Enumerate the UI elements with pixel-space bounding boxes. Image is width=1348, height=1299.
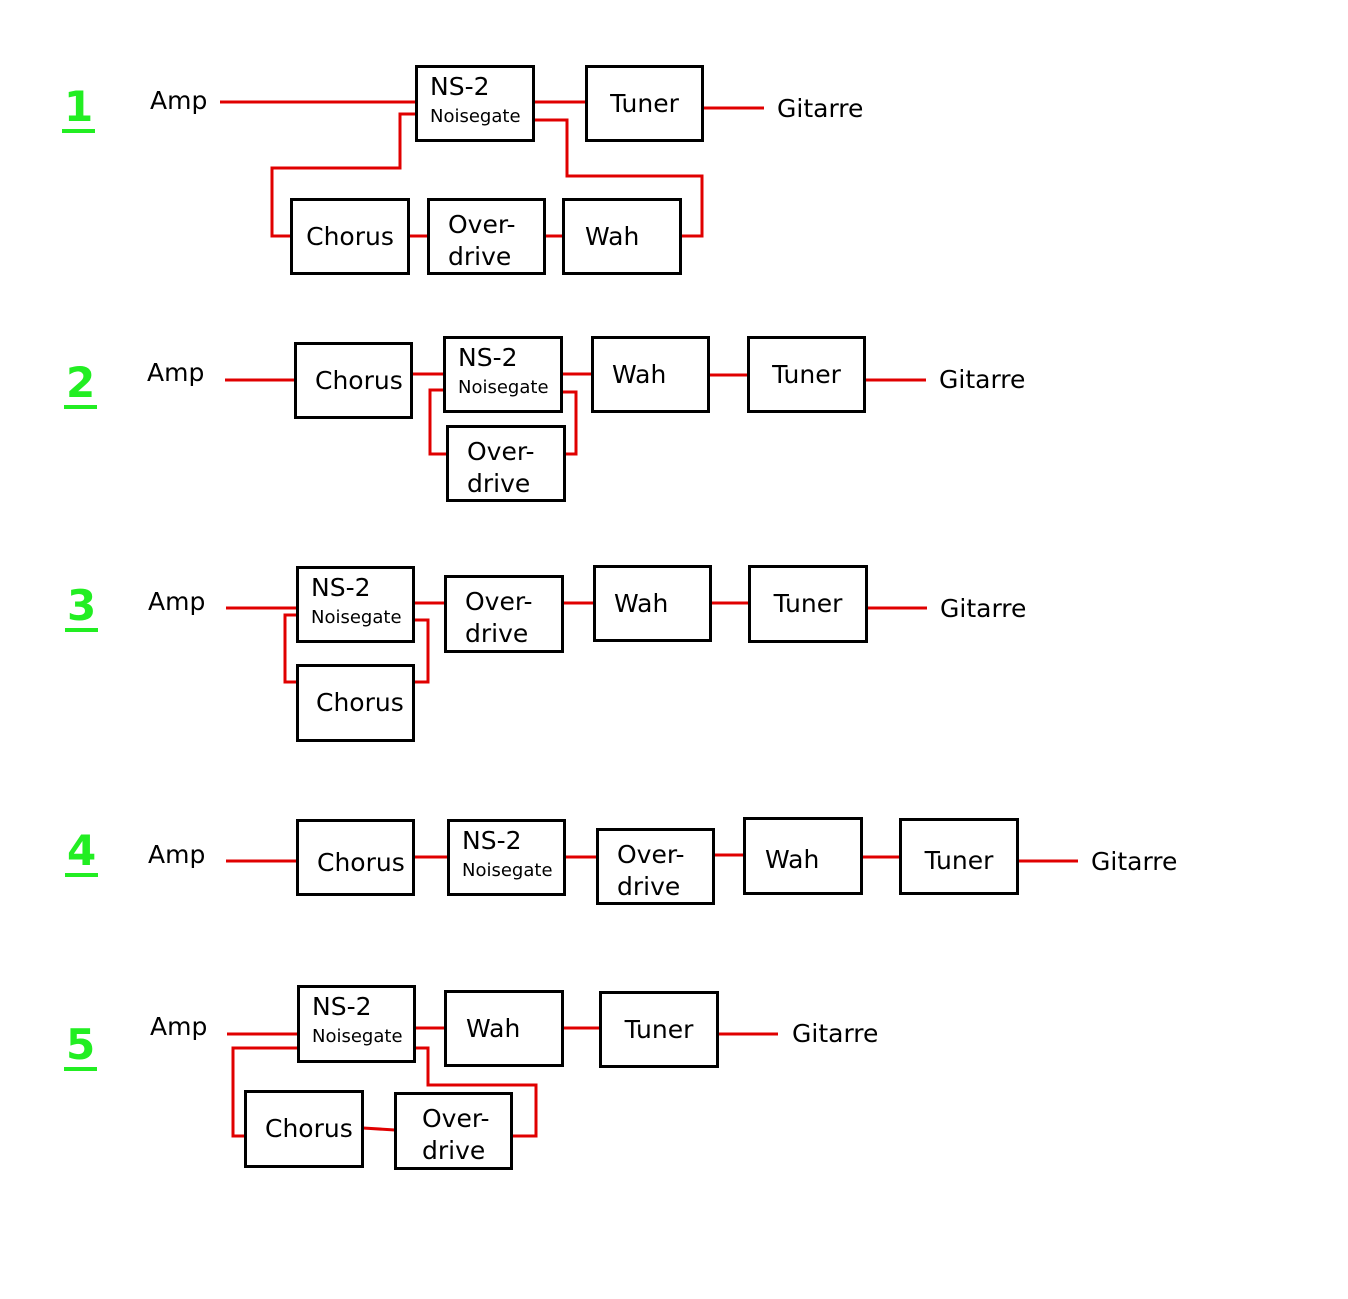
chorus-box: Chorus	[290, 198, 410, 275]
noisegate-title: NS-2	[311, 573, 371, 602]
wire	[415, 1046, 538, 1138]
wire	[428, 388, 447, 456]
guitar-label: Gitarre	[777, 94, 864, 123]
setup-number-5: 5	[64, 1020, 98, 1071]
wah-label: Wah	[612, 359, 667, 389]
wire	[534, 118, 704, 238]
tuner-box: Tuner	[747, 336, 866, 413]
overdrive-label-1: Over-	[422, 1104, 490, 1133]
tuner-box: Tuner	[899, 818, 1019, 895]
overdrive-box: Over- drive	[444, 575, 564, 653]
chorus-label: Chorus	[317, 847, 405, 877]
wire	[231, 1046, 298, 1138]
overdrive-label-2: drive	[467, 469, 531, 498]
noisegate-box: NS-2 Noisegate	[296, 566, 415, 643]
setup-number-2: 2	[64, 358, 98, 409]
overdrive-label-1: Over-	[617, 840, 685, 869]
tuner-label: Tuner	[773, 589, 843, 618]
overdrive-label-2: drive	[448, 242, 512, 271]
wah-box: Wah	[444, 990, 564, 1067]
tuner-box: Tuner	[599, 991, 719, 1068]
overdrive-label-1: Over-	[467, 437, 535, 466]
tuner-box: Tuner	[748, 565, 868, 643]
wah-box: Wah	[593, 565, 712, 642]
chorus-label: Chorus	[315, 365, 403, 395]
wah-box: Wah	[562, 198, 682, 275]
amp-label: Amp	[148, 840, 206, 869]
overdrive-label-1: Over-	[465, 587, 533, 616]
wah-label: Wah	[614, 588, 669, 618]
wah-label: Wah	[585, 221, 640, 251]
amp-label: Amp	[150, 1012, 208, 1041]
tuner-box: Tuner	[585, 65, 704, 142]
wah-label: Wah	[466, 1013, 521, 1043]
overdrive-label-2: drive	[617, 872, 681, 901]
chorus-box: Chorus	[244, 1090, 364, 1168]
tuner-label: Tuner	[610, 88, 679, 118]
tuner-label: Tuner	[772, 359, 841, 389]
wire	[283, 613, 297, 684]
amp-label: Amp	[148, 587, 206, 616]
wah-label: Wah	[765, 845, 820, 874]
tuner-label: Tuner	[924, 845, 994, 875]
noisegate-title: NS-2	[458, 343, 518, 372]
setup-number-4: 4	[65, 826, 99, 877]
noisegate-box: NS-2 Noisegate	[447, 819, 566, 896]
setup-number-1: 1	[62, 82, 96, 133]
noisegate-box: NS-2 Noisegate	[443, 336, 563, 413]
noisegate-box: NS-2 Noisegate	[415, 65, 535, 142]
chorus-box: Chorus	[294, 342, 413, 419]
overdrive-box: Over- drive	[446, 425, 566, 502]
wah-box: Wah	[591, 336, 710, 413]
amp-label: Amp	[147, 358, 205, 387]
noisegate-subtitle: Noisegate	[311, 607, 402, 628]
noisegate-title: NS-2	[312, 992, 372, 1021]
wire	[562, 390, 578, 456]
overdrive-label-1: Over-	[448, 210, 516, 239]
wire	[414, 618, 430, 684]
noisegate-subtitle: Noisegate	[462, 860, 553, 881]
chorus-label: Chorus	[265, 1114, 353, 1143]
overdrive-box: Over- drive	[427, 198, 546, 275]
guitar-label: Gitarre	[939, 365, 1026, 394]
noisegate-title: NS-2	[430, 72, 490, 101]
setup-number-3: 3	[65, 581, 99, 632]
guitar-label: Gitarre	[940, 594, 1027, 623]
guitar-label: Gitarre	[1091, 847, 1178, 876]
noisegate-subtitle: Noisegate	[312, 1026, 403, 1047]
overdrive-box: Over- drive	[596, 828, 715, 905]
overdrive-box: Over- drive	[394, 1092, 513, 1170]
noisegate-subtitle: Noisegate	[458, 377, 549, 398]
overdrive-label-2: drive	[465, 619, 529, 648]
chorus-box: Chorus	[296, 664, 415, 742]
amp-label: Amp	[150, 86, 208, 115]
noisegate-title: NS-2	[462, 826, 522, 855]
chorus-label: Chorus	[306, 221, 394, 251]
chorus-box: Chorus	[296, 819, 415, 896]
wire	[362, 1126, 396, 1132]
wah-box: Wah	[743, 817, 863, 895]
noisegate-subtitle: Noisegate	[430, 106, 521, 127]
tuner-label: Tuner	[624, 1014, 694, 1044]
guitar-label: Gitarre	[792, 1019, 879, 1048]
chorus-label: Chorus	[316, 688, 404, 717]
overdrive-label-2: drive	[422, 1136, 486, 1165]
wire	[270, 112, 416, 238]
noisegate-box: NS-2 Noisegate	[297, 985, 416, 1063]
